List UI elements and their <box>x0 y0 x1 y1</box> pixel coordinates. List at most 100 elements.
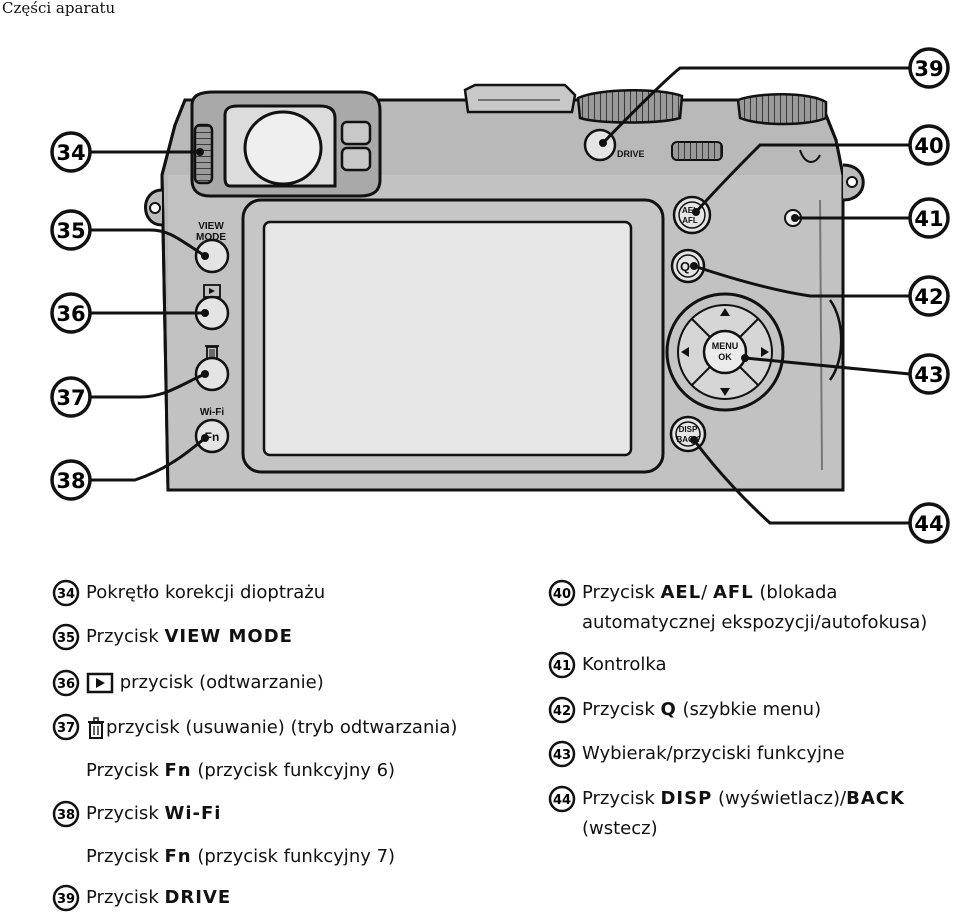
legend-text: Przycisk <box>582 788 661 809</box>
leader-dots <box>196 139 799 444</box>
svg-text:35: 35 <box>57 631 75 646</box>
leader-43 <box>744 356 911 376</box>
legend-text: Przycisk <box>582 699 661 720</box>
legend-bold-text: DRIVE <box>164 887 232 908</box>
leader-37 <box>90 372 206 399</box>
svg-text:38: 38 <box>56 469 85 493</box>
svg-text:43: 43 <box>553 748 571 763</box>
legend-text: Przycisk <box>582 582 661 603</box>
callout-40: 40 <box>908 124 950 166</box>
callout-43: 43 <box>908 353 950 395</box>
legend-text: przycisk (usuwanie) (tryb odtwarzania) <box>106 717 458 738</box>
legend-number-badge: 44 <box>548 785 576 813</box>
legend-text: Przycisk <box>86 803 165 824</box>
svg-text:40: 40 <box>914 134 943 158</box>
callout-42: 42 <box>908 275 950 317</box>
legend-number-badge: 36 <box>52 669 80 697</box>
lcd-monitor <box>241 198 665 474</box>
svg-text:44: 44 <box>553 793 571 808</box>
callout-36: 36 <box>50 292 92 334</box>
legend-number-badge: 38 <box>52 800 80 828</box>
legend-bold-text: Q <box>660 699 677 720</box>
legend-text: / <box>701 582 713 603</box>
legend-bold-text: VIEW MODE <box>164 626 293 647</box>
legend-text: Pokrętło korekcji dioptrażu <box>86 582 326 603</box>
svg-text:38: 38 <box>57 808 75 823</box>
legend-bold-text: Fn <box>164 760 192 781</box>
legend-text: (wyświetlacz)/ <box>712 788 847 809</box>
svg-text:BACK: BACK <box>676 435 699 444</box>
legend-number-badge: 34 <box>52 579 80 607</box>
svg-text:36: 36 <box>56 302 85 326</box>
playback-button <box>194 284 230 331</box>
legend-text: przycisk (odtwarzanie) <box>119 672 324 693</box>
leader-lines <box>90 66 911 525</box>
callout-41: 41 <box>908 197 950 239</box>
delete-button <box>194 345 230 392</box>
legend-bold-text: DISP <box>660 788 713 809</box>
leader-35 <box>90 228 206 258</box>
legend-text: (szybkie menu) <box>676 699 822 720</box>
legend-text: Przycisk <box>86 846 165 867</box>
legend-number-badge: 40 <box>548 579 576 607</box>
legend-text: Wybierak/przyciski funkcyjne <box>582 743 845 764</box>
selector-dial: MENU OK <box>665 292 785 412</box>
svg-text:AFL: AFL <box>682 216 698 225</box>
svg-text:44: 44 <box>914 512 943 536</box>
trash-icon <box>88 717 104 739</box>
svg-text:39: 39 <box>914 57 943 81</box>
wifi-fn-button: Wi-Fi Fn <box>194 407 230 454</box>
svg-text:39: 39 <box>57 892 75 907</box>
callout-38: 38 <box>50 459 92 501</box>
svg-text:AEL: AEL <box>682 206 698 215</box>
callout-37: 37 <box>50 376 92 418</box>
command-dial <box>671 141 723 161</box>
legend-text: Przycisk <box>86 626 165 647</box>
svg-text:42: 42 <box>914 285 943 309</box>
svg-text:35: 35 <box>56 219 85 243</box>
legend-number-badge: 35 <box>52 623 80 651</box>
svg-text:DRIVE: DRIVE <box>617 149 645 159</box>
legend-number-badge: 39 <box>52 884 80 912</box>
svg-text:Fn: Fn <box>205 430 220 444</box>
callout-44: 44 <box>908 502 950 544</box>
legend-number-badge: 37 <box>52 713 80 741</box>
viewfinder <box>190 90 382 198</box>
svg-text:37: 37 <box>57 721 75 736</box>
svg-text:OK: OK <box>718 352 732 362</box>
legend-text: Przycisk <box>86 887 165 908</box>
svg-text:42: 42 <box>553 704 571 719</box>
svg-text:MODE: MODE <box>196 232 226 243</box>
playback-icon <box>86 672 114 694</box>
leader-40 <box>694 143 910 213</box>
leader-44 <box>692 439 910 525</box>
legend-text: Kontrolka <box>582 654 667 675</box>
svg-text:40: 40 <box>553 587 571 602</box>
legend-bold-text: AEL <box>660 582 702 603</box>
shutter-dial <box>576 88 684 124</box>
svg-text:41: 41 <box>914 207 943 231</box>
leader-38 <box>90 436 206 482</box>
legend-text: (przycisk funkcyjny 6) <box>191 760 396 781</box>
legend-text-line2: (wstecz) <box>582 818 658 839</box>
callout-35: 35 <box>50 209 92 251</box>
legend-text: Przycisk <box>86 760 165 781</box>
exposure-comp-dial <box>736 93 828 126</box>
view-mode-button: VIEW MODE <box>194 221 230 274</box>
diopter-dial <box>193 123 214 185</box>
q-button: Q <box>670 248 706 284</box>
legend-number-badge: 41 <box>548 651 576 679</box>
svg-text:36: 36 <box>57 677 75 692</box>
svg-text:VIEW: VIEW <box>198 221 224 232</box>
legend-bold-text: Wi-Fi <box>164 803 222 824</box>
svg-text:Q: Q <box>680 259 690 274</box>
svg-text:MENU: MENU <box>712 341 739 351</box>
camera-diagram: VIEW MODE Wi-Fi Fn DRIVE AEL AFL <box>50 47 950 544</box>
svg-text:41: 41 <box>553 659 571 674</box>
callout-34: 34 <box>50 131 92 173</box>
trash-icon <box>205 345 219 360</box>
leader-42 <box>693 264 910 298</box>
legend-text: (przycisk funkcyjny 7) <box>191 846 396 867</box>
svg-text:43: 43 <box>914 363 943 387</box>
legend-number-badge: 43 <box>548 740 576 768</box>
